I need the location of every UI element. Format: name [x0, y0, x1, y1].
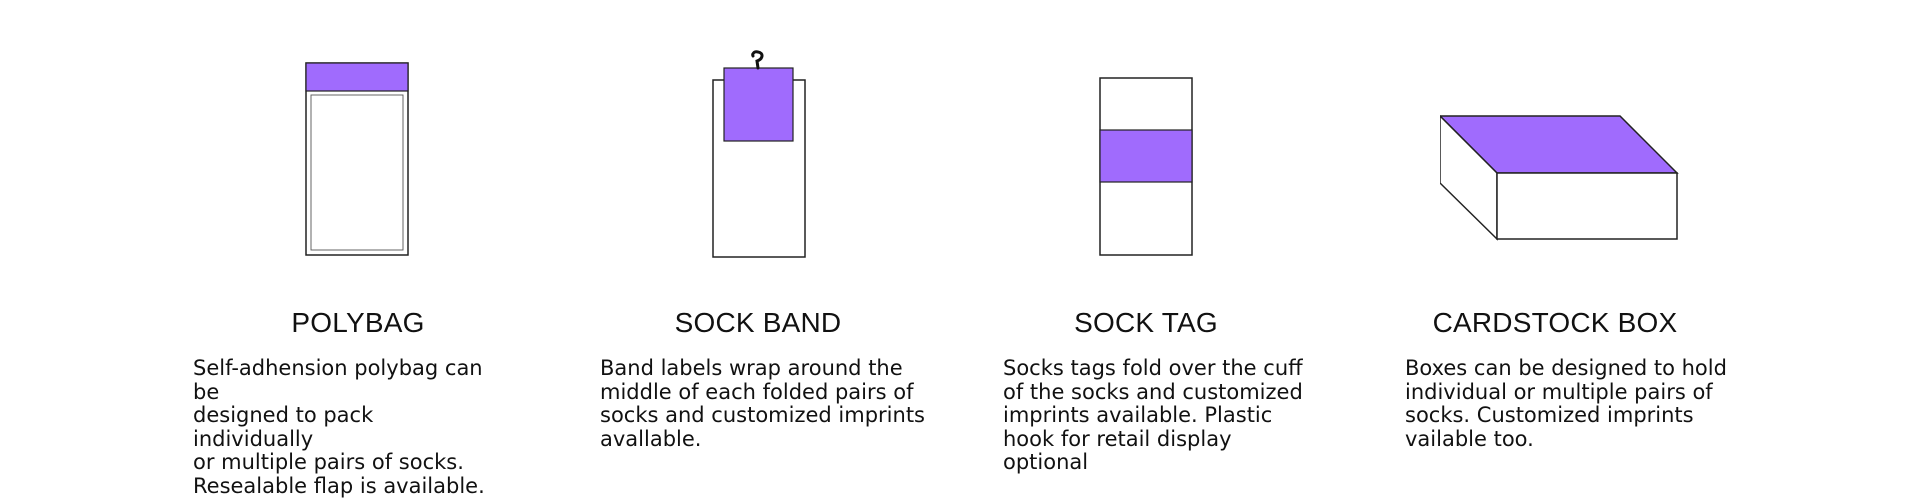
sock-tag-icon	[1099, 77, 1193, 256]
polybag-description: Self-adhension polybag can be designed t…	[193, 356, 485, 498]
cardstock-box-description: Boxes can be designed to hold individual…	[1405, 356, 1727, 451]
packaging-option-sock-tag: SOCK TAG Socks tags fold over the cuff o…	[960, 0, 1440, 500]
polybag-title: POLYBAG	[291, 307, 425, 338]
sock-band-icon	[712, 50, 806, 258]
packaging-option-polybag: POLYBAG Self-adhension polybag can be de…	[0, 0, 485, 500]
cardstock-box-icon	[1440, 114, 1679, 241]
sock-tag-description: Socks tags fold over the cuff of the soc…	[1003, 356, 1303, 474]
sock-band-description: Band labels wrap around the middle of ea…	[600, 356, 925, 451]
cardstock-box-title: CARDSTOCK BOX	[1432, 307, 1678, 338]
sock-tag-title: SOCK TAG	[1074, 307, 1218, 338]
polybag-icon	[305, 62, 409, 256]
packaging-option-sock-band: SOCK BAND Band labels wrap around the mi…	[480, 0, 960, 500]
packaging-option-cardstock-box: CARDSTOCK BOX Boxes can be designed to h…	[1405, 0, 1920, 500]
sock-band-title: SOCK BAND	[674, 307, 842, 338]
